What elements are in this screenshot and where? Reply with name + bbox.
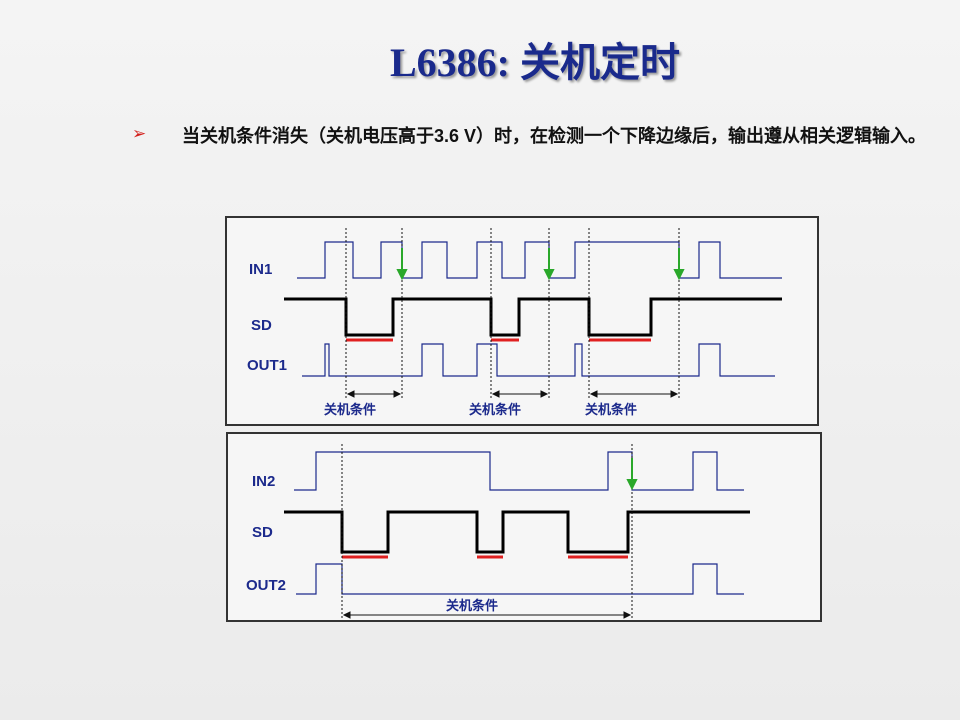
waveform-sd2 (284, 510, 750, 554)
condition-label: 关机条件 (324, 402, 376, 418)
falling-edge-arrow-icon (673, 248, 685, 281)
bullet-arrow-icon: ➢ (132, 124, 147, 143)
waveform-in1 (297, 241, 782, 279)
waveform-sd1 (284, 297, 782, 337)
condition-label: 关机条件 (469, 402, 521, 418)
condition-label: 关机条件 (585, 402, 637, 418)
condition-span-arrow (589, 390, 679, 398)
timing-diagram-in2: IN2 SD OUT2 关机条件 (226, 432, 822, 622)
label-sd2: SD (252, 524, 273, 541)
timing-diagram-in2-svg: IN2 SD OUT2 关机条件 (246, 444, 750, 620)
falling-edge-arrow-icon (543, 248, 555, 281)
condition-label: 关机条件 (446, 598, 498, 614)
falling-edge-arrow-icon (396, 248, 408, 281)
waveform-out2 (296, 563, 744, 595)
label-in1: IN1 (249, 261, 272, 278)
bullet-text: 当关机条件消失（关机电压高于3.6 V）时，在检测一个下降边缘后，输出遵从相关逻… (182, 126, 927, 146)
condition-span-arrow (342, 611, 632, 619)
condition-span-arrow (346, 390, 402, 398)
timing-diagram-in1-svg: IN1 SD OUT1 (247, 228, 782, 418)
falling-edge-arrow-icon (626, 458, 638, 491)
waveform-in2 (294, 451, 744, 491)
label-out1: OUT1 (247, 357, 287, 374)
timing-diagram-in1: IN1 SD OUT1 (225, 216, 819, 426)
label-out2: OUT2 (246, 577, 286, 594)
condition-span-arrow (491, 390, 549, 398)
slide-title: L6386: 关机定时 (390, 40, 680, 85)
label-sd1: SD (251, 317, 272, 334)
label-in2: IN2 (252, 473, 275, 490)
waveform-out1 (302, 343, 775, 377)
